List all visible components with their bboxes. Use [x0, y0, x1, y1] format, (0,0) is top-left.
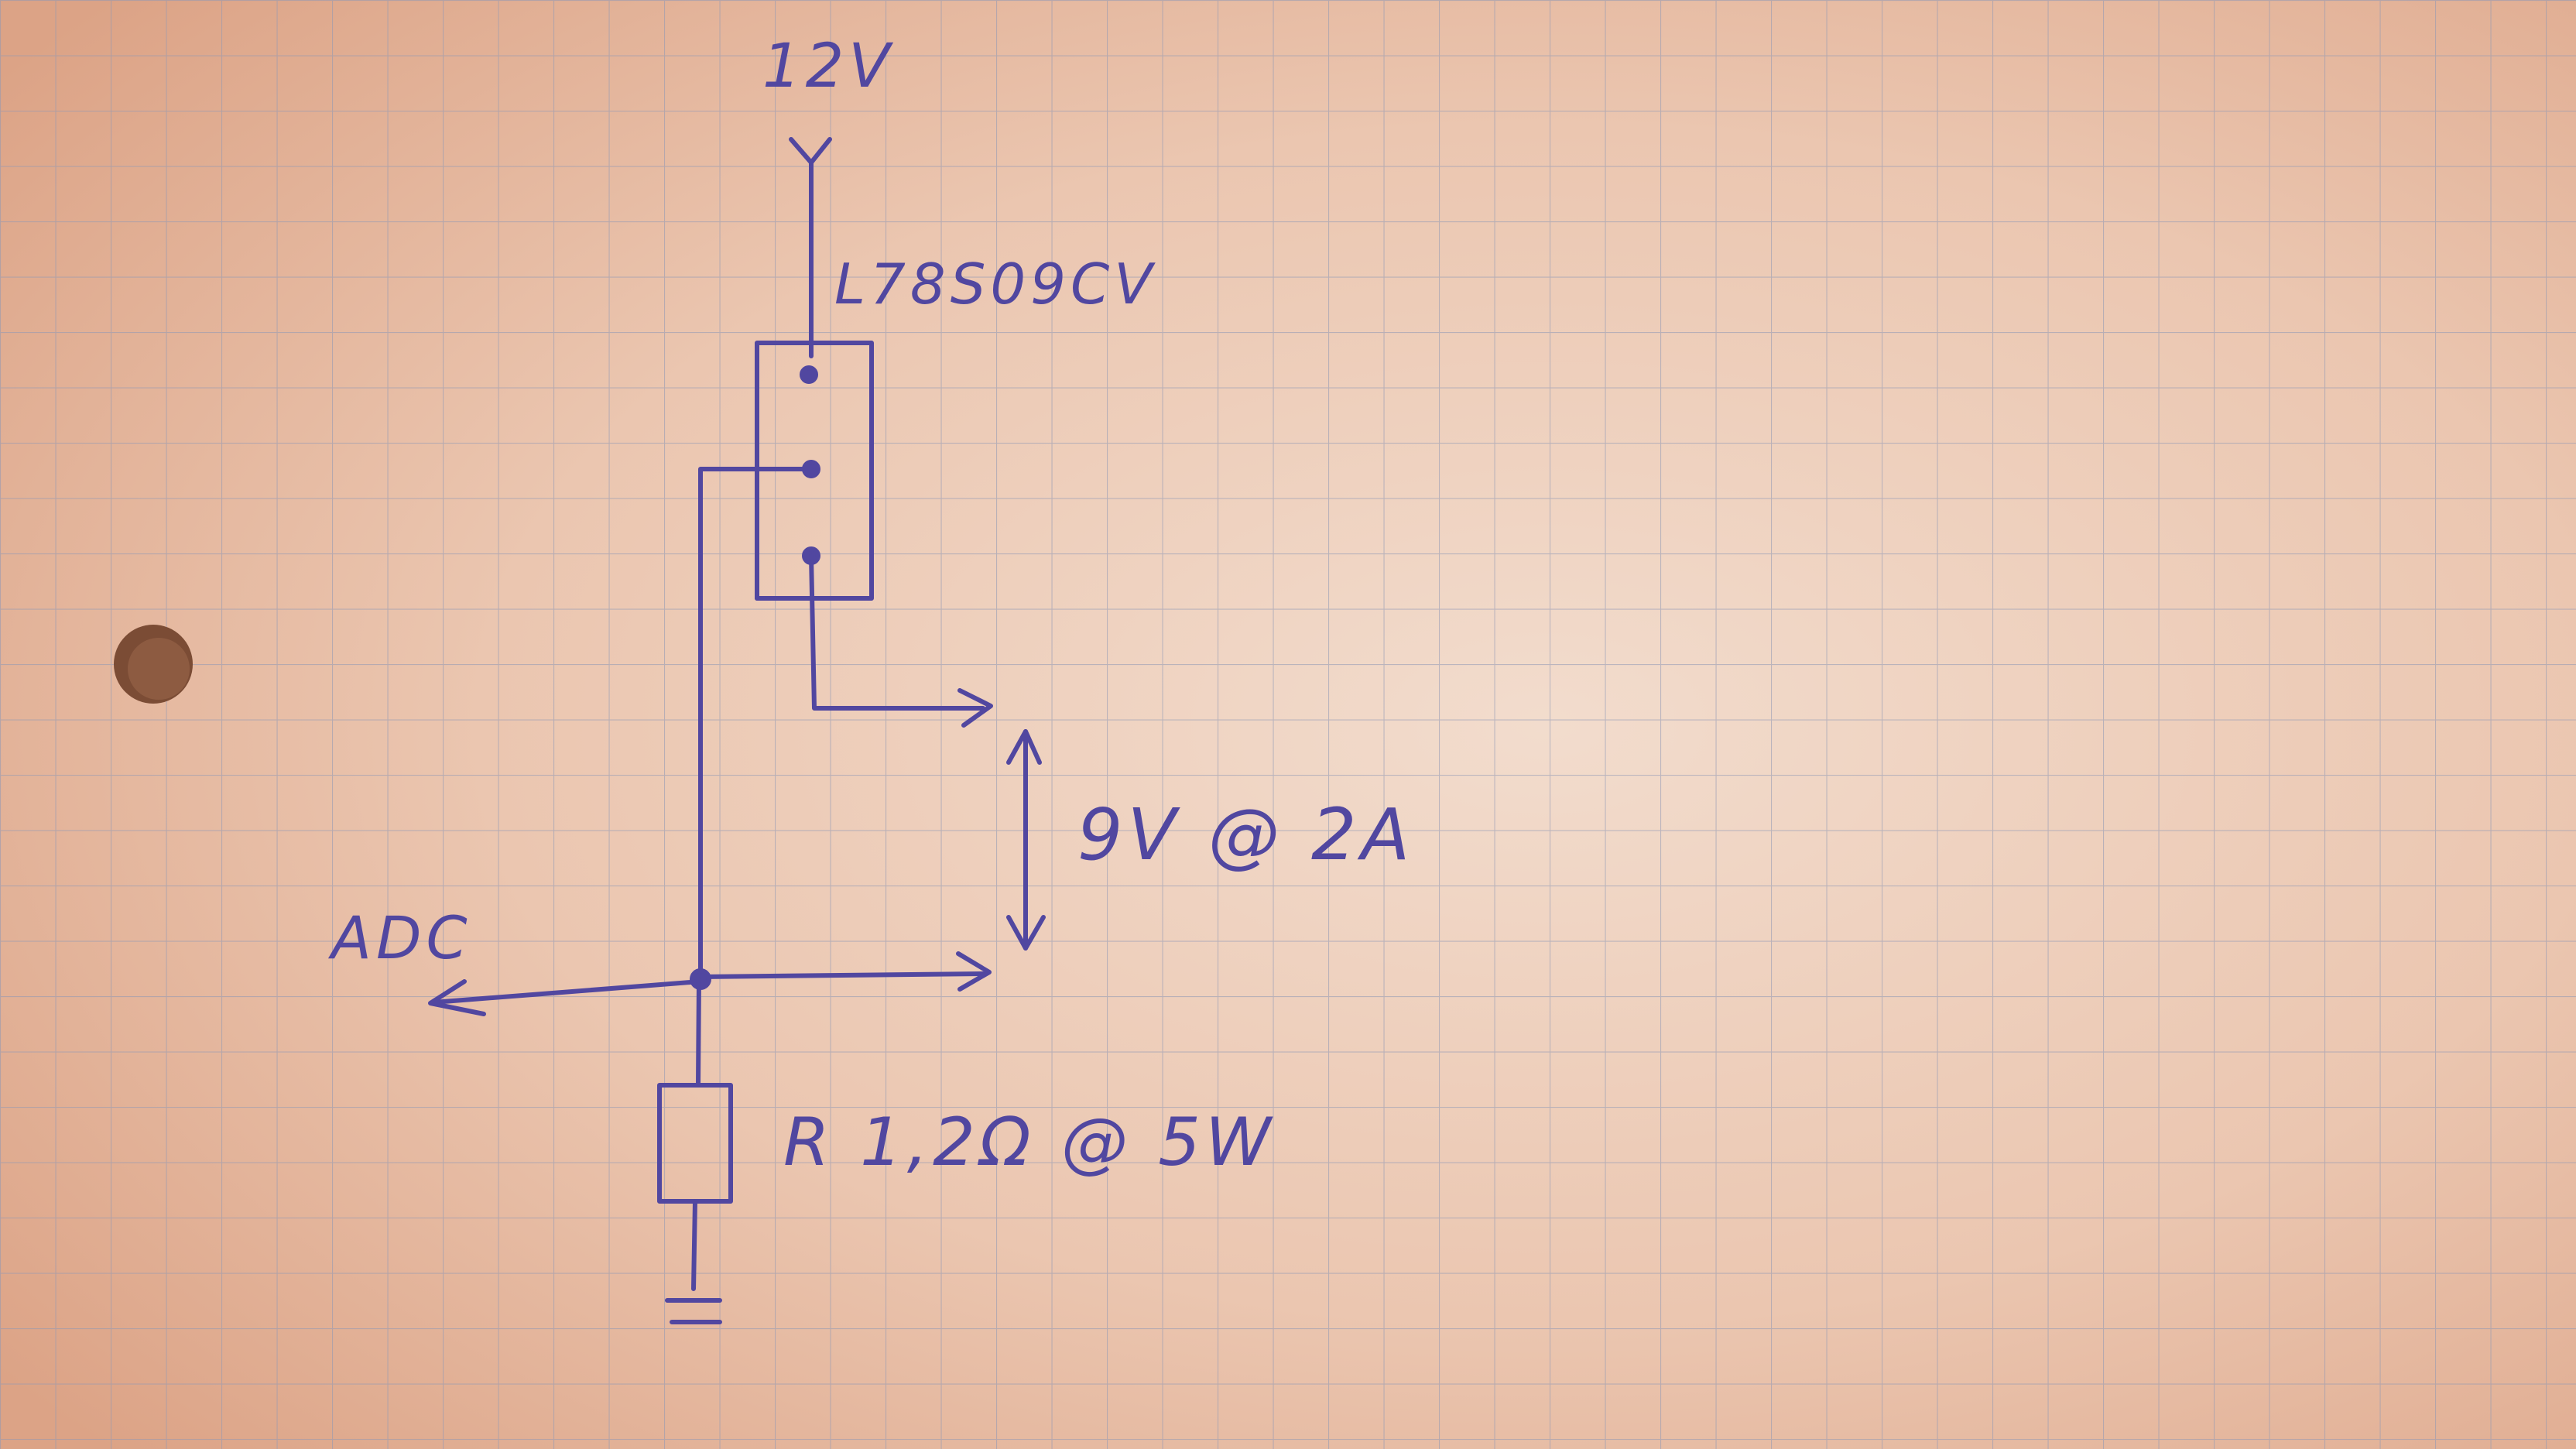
supply-label: 12V: [762, 32, 895, 101]
voltage-span-arrow-bottom-icon: [1006, 915, 1046, 951]
resistor-top-lead: [696, 977, 701, 1088]
ground-pin-wire: [698, 467, 814, 981]
adc-label: ADC: [327, 903, 472, 972]
output-wire: [809, 553, 985, 711]
return-wire: [698, 971, 985, 979]
adc-wire: [431, 979, 703, 1005]
voltage-span-arrow-top-icon: [1006, 729, 1042, 765]
adc-arrow-icon: [428, 979, 486, 1016]
output-label: 9V @ 2A: [1077, 793, 1414, 876]
output-arrow-icon: [957, 688, 993, 728]
ground-symbol-icon: [665, 1298, 722, 1324]
return-arrow-icon: [956, 951, 992, 992]
regulator-pin-input: [800, 365, 818, 384]
punched-hole-shade: [128, 638, 190, 700]
resistor-bottom-lead: [691, 1199, 697, 1291]
regulator-label: L78S09CV: [834, 252, 1157, 317]
resistor-label: R 1,2Ω @ 5W: [783, 1104, 1276, 1181]
